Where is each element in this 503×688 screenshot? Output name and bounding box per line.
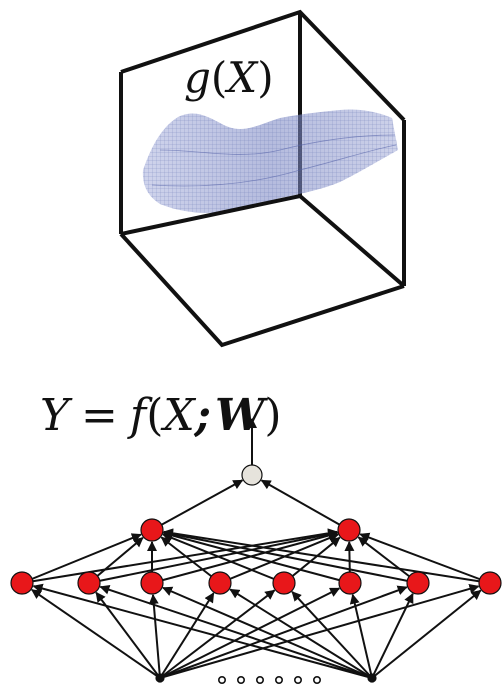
- network-equation: Y=f(X;W): [40, 390, 282, 441]
- hidden1-node: [10, 571, 34, 595]
- hidden1-node: [272, 571, 296, 595]
- network-edges: [21, 418, 491, 679]
- eq-open-paren: (: [146, 390, 163, 441]
- edge-hidden1-to-hidden2: [219, 533, 339, 584]
- eq-weights: W: [215, 390, 269, 441]
- edge-input-to-hidden1: [99, 584, 373, 679]
- edge-input-to-hidden1: [159, 592, 215, 679]
- edge-input-to-hidden1: [31, 588, 161, 679]
- ellipsis-dot: [312, 675, 321, 684]
- hidden1-node: [478, 571, 502, 595]
- hidden2-node: [140, 518, 164, 542]
- surface-var: X: [224, 53, 259, 102]
- ellipsis-dot: [274, 675, 283, 684]
- surface-plot-box: g(X): [119, 9, 406, 348]
- input-node: [155, 673, 165, 683]
- edge-hidden1-to-hidden2: [162, 528, 491, 584]
- edge-hidden2-to-output: [151, 479, 244, 531]
- eq-lhs: Y: [40, 390, 73, 441]
- edge-input-to-hidden1: [162, 586, 373, 679]
- edge-input-to-hidden1: [159, 584, 480, 679]
- hidden2-node: [337, 518, 361, 542]
- edge-input-to-hidden1: [159, 585, 408, 679]
- ellipsis-dot: [218, 675, 227, 684]
- edge-input-to-hidden1: [371, 592, 414, 679]
- edge-hidden1-to-hidden2: [151, 530, 339, 584]
- edge-input-to-hidden1: [32, 583, 373, 679]
- surface-close-paren: ): [257, 53, 273, 102]
- eq-close-paren: ): [264, 390, 281, 441]
- edge-input-to-hidden1: [291, 591, 373, 679]
- edge-hidden1-to-hidden2: [160, 536, 221, 584]
- edge-hidden2-to-output: [260, 479, 350, 531]
- hidden1-node: [338, 571, 362, 595]
- edge-input-to-hidden1: [229, 588, 373, 679]
- edge-hidden1-to-hidden2: [162, 529, 419, 584]
- edge-hidden1-to-hidden2: [283, 536, 341, 584]
- surface-func: g: [184, 53, 211, 102]
- hidden1-node: [208, 571, 232, 595]
- ellipsis-dot: [293, 675, 302, 684]
- edge-hidden1-to-hidden2: [88, 529, 339, 584]
- edge-hidden1-to-hidden2: [359, 532, 491, 584]
- box-bottom-edges: [119, 232, 405, 348]
- ellipsis-dot: [255, 675, 264, 684]
- edge-input-to-hidden1: [159, 587, 341, 679]
- edge-input-to-hidden1: [371, 589, 482, 679]
- hidden1-node: [406, 571, 430, 595]
- network-nodes: [10, 464, 502, 684]
- hidden1-node: [77, 571, 101, 595]
- eq-var: X: [160, 390, 196, 441]
- surface-label: g(X): [184, 53, 274, 102]
- mesh-surface: [142, 109, 398, 213]
- edge-hidden1-to-hidden2: [162, 533, 285, 584]
- eq-equals: =: [81, 390, 118, 441]
- input-node: [367, 673, 377, 683]
- edge-hidden1-to-hidden2: [21, 533, 142, 584]
- edge-input-to-hidden1: [148, 593, 161, 679]
- output-node: [241, 464, 263, 486]
- edge-input-to-hidden1: [349, 593, 373, 679]
- edge-input-to-hidden1: [159, 589, 276, 679]
- surface-open-paren: (: [211, 53, 227, 102]
- ellipsis-dot: [237, 675, 246, 684]
- edge-hidden1-to-hidden2: [357, 536, 419, 584]
- edge-hidden1-to-hidden2: [21, 528, 339, 584]
- hidden1-node: [140, 571, 164, 595]
- edge-hidden1-to-hidden2: [88, 536, 144, 584]
- box-floor-back-edges: [120, 193, 406, 288]
- edge-hidden1-to-hidden2: [162, 530, 351, 584]
- eq-separator: ;: [193, 390, 211, 441]
